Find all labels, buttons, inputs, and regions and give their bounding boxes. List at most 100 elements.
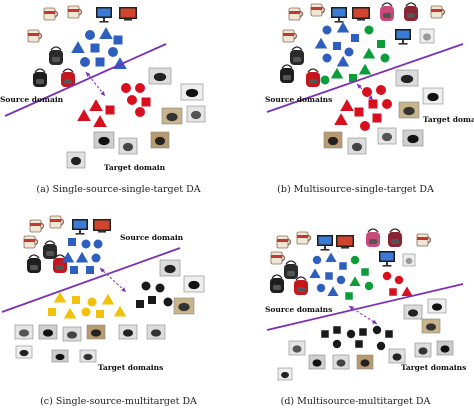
class-triangle [53, 291, 67, 303]
mug-icon [67, 5, 83, 19]
mug-band [30, 223, 41, 226]
class-triangle [336, 21, 350, 33]
monitor-screen [337, 236, 353, 246]
class-circle [344, 47, 354, 57]
mug-band [24, 239, 35, 242]
mug-icon [43, 7, 59, 21]
source-domain-label: Source domain [120, 233, 184, 242]
monitor-base [334, 21, 344, 23]
mug-handle [321, 6, 326, 14]
monitor-screen [396, 30, 410, 39]
photo-object [83, 353, 93, 361]
mug-band [283, 33, 294, 36]
mug-handle [60, 218, 65, 226]
backpack-icon [270, 274, 284, 293]
photo-thumbnail [159, 259, 181, 277]
backpack-handle [44, 240, 56, 245]
class-triangle [89, 99, 103, 111]
backpack-handle [389, 228, 401, 233]
monitor-icon [352, 7, 370, 21]
mug-handle [38, 32, 43, 40]
class-square [96, 310, 104, 318]
backpack-pocket [30, 265, 38, 270]
class-triangle [336, 55, 350, 67]
backpack-pocket [369, 239, 377, 244]
class-circle [364, 25, 374, 35]
domain-boundary-line [4, 43, 167, 117]
class-circle [380, 53, 390, 63]
class-square [355, 340, 363, 348]
photo-thumbnail [14, 324, 34, 340]
photo-thumbnail [118, 137, 138, 155]
mug-handle [299, 10, 304, 18]
photo-thumbnail [356, 354, 374, 370]
class-square [321, 330, 329, 338]
class-square [389, 288, 397, 296]
class-triangle [99, 27, 113, 39]
domain-boundary-line [266, 283, 464, 331]
monitor-neck [402, 40, 404, 43]
photo-thumbnail [388, 348, 406, 364]
monitor-neck [386, 262, 388, 265]
backpack-icon [380, 2, 394, 21]
mug-handle [40, 222, 45, 230]
class-square [113, 35, 123, 45]
class-triangle [93, 115, 107, 127]
class-square [325, 272, 333, 280]
backpack-handle [367, 228, 379, 233]
caption-c: (c) Single-source-multitarget DA [40, 396, 197, 407]
class-square [368, 99, 378, 109]
mug-icon [270, 251, 286, 265]
monitor-icon [395, 29, 411, 45]
arrow-head [372, 319, 377, 324]
class-triangle [63, 307, 77, 319]
class-circle [372, 325, 382, 335]
mug-handle [287, 238, 292, 246]
dashed-arrow [348, 305, 378, 325]
monitor-base [382, 265, 392, 267]
backpack-icon [306, 68, 320, 87]
domain-boundary-line [266, 43, 464, 113]
monitor-screen [318, 236, 332, 245]
class-triangle [327, 286, 339, 297]
class-square [349, 74, 357, 82]
arrow-head [100, 268, 105, 273]
class-circle [364, 281, 374, 291]
photo-thumbnail [183, 275, 205, 293]
backpack-icon [33, 68, 47, 87]
class-square [48, 308, 56, 316]
class-circle [163, 297, 173, 307]
photo-object [18, 329, 30, 337]
class-circle [80, 57, 90, 67]
photo-thumbnail [414, 342, 432, 358]
class-square [372, 113, 382, 123]
monitor-neck [324, 246, 326, 249]
mug-icon [296, 231, 312, 245]
class-square [90, 43, 100, 53]
photo-thumbnail [148, 67, 172, 85]
class-square [95, 57, 105, 67]
monitor-screen [380, 252, 394, 261]
class-triangle [358, 63, 372, 75]
photo-thumbnail [66, 151, 86, 169]
class-square [136, 300, 144, 308]
photo-object [292, 345, 302, 353]
mug-handle [441, 8, 446, 16]
backpack-pocket [46, 251, 54, 256]
mug-handle [34, 238, 39, 246]
target-domain-label: Target domain [104, 163, 166, 172]
class-circle [312, 255, 322, 265]
monitor-icon [96, 7, 112, 23]
backpack-icon [366, 228, 380, 247]
monitor-base [320, 249, 330, 251]
backpack-handle [271, 274, 283, 279]
target-domain-label: Target domains [98, 363, 163, 372]
class-circle [394, 275, 404, 285]
backpack-handle [381, 2, 393, 7]
backpack-pocket [407, 13, 415, 18]
mug-handle [427, 236, 432, 244]
class-triangle [75, 251, 89, 263]
photo-thumbnail [86, 324, 106, 340]
